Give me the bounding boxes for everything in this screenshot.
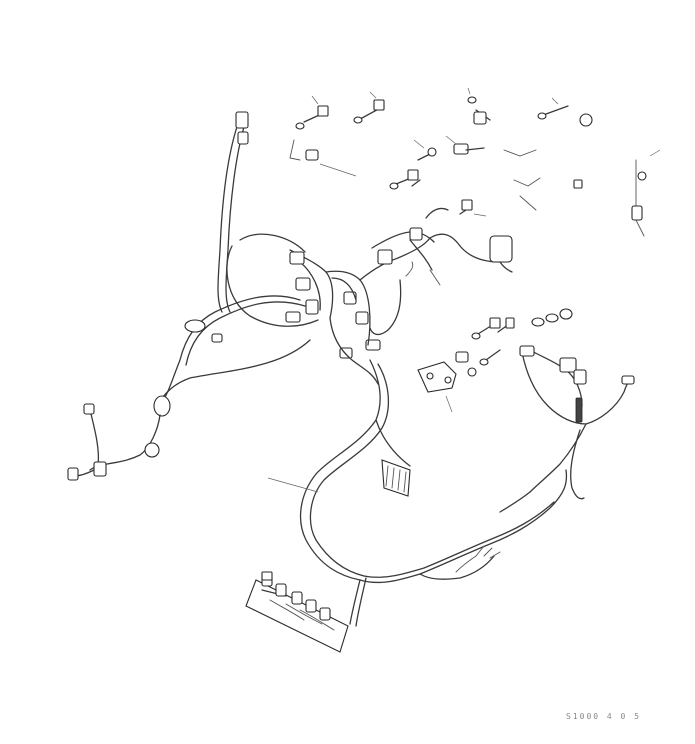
clamp-top	[445, 135, 485, 155]
bolt-7	[459, 199, 487, 217]
bolt-5	[389, 169, 419, 190]
middle-right-fasteners	[417, 308, 573, 413]
bolt-11	[479, 349, 501, 366]
bracket-top-left	[289, 139, 357, 177]
bolt-6	[413, 139, 437, 161]
panel-top-tab	[261, 571, 273, 581]
left-plug	[211, 333, 223, 343]
bolt-10	[497, 317, 515, 333]
bolt-9	[471, 317, 501, 340]
center-connector-f	[355, 311, 369, 325]
left-end-plug	[83, 403, 95, 415]
right-harness	[519, 345, 635, 500]
bottom-connector-panel	[245, 571, 349, 653]
center-connector-b	[295, 277, 311, 291]
panel-plug-3	[291, 591, 303, 605]
callout-line-lower-left	[267, 477, 319, 493]
bolt-8	[411, 179, 421, 187]
panel-plug-5	[319, 607, 331, 621]
center-connector-a	[289, 251, 305, 265]
left-splice	[184, 319, 206, 333]
right-end-plug	[621, 375, 635, 385]
right-block-b	[573, 369, 587, 385]
left-top-connector	[235, 111, 249, 129]
mid-clip	[455, 351, 469, 363]
right-edge-bracket	[631, 205, 643, 221]
nut-1	[579, 113, 593, 127]
bolt-2	[353, 91, 385, 124]
panel-plug-2	[275, 583, 287, 597]
panel-plug-4	[305, 599, 317, 613]
chain-links	[531, 308, 573, 327]
relay-box	[489, 235, 513, 263]
bolt-1	[295, 95, 329, 130]
left-tip-connector	[67, 467, 79, 481]
mounting-plate	[417, 361, 457, 413]
comb-connector	[381, 459, 411, 497]
bolt-3	[467, 87, 491, 125]
left-top-connector-2	[237, 131, 249, 145]
right-dark-plug	[575, 397, 583, 423]
left-harness-branch	[67, 111, 319, 481]
center-connector-g	[365, 339, 381, 351]
upper-splice-block	[409, 227, 423, 241]
bolt-4	[537, 97, 569, 120]
center-connector-c	[285, 311, 301, 323]
left-end-connector	[93, 461, 107, 477]
fasteners-top	[289, 87, 593, 217]
left-loop-connector	[153, 395, 171, 417]
right-edge-nut	[637, 171, 647, 181]
mid-washer	[467, 367, 477, 377]
small-nut-right	[573, 179, 583, 189]
right-top-connector	[519, 345, 535, 357]
right-upper-parts	[503, 149, 661, 237]
center-connector-d	[305, 299, 319, 315]
central-cluster	[285, 207, 513, 385]
upper-center-connector	[377, 249, 393, 265]
left-lower-splice	[144, 442, 160, 458]
document-code: S1000 4 0 5	[566, 712, 641, 721]
main-lower-harness	[267, 359, 568, 627]
right-block-a	[559, 357, 577, 373]
